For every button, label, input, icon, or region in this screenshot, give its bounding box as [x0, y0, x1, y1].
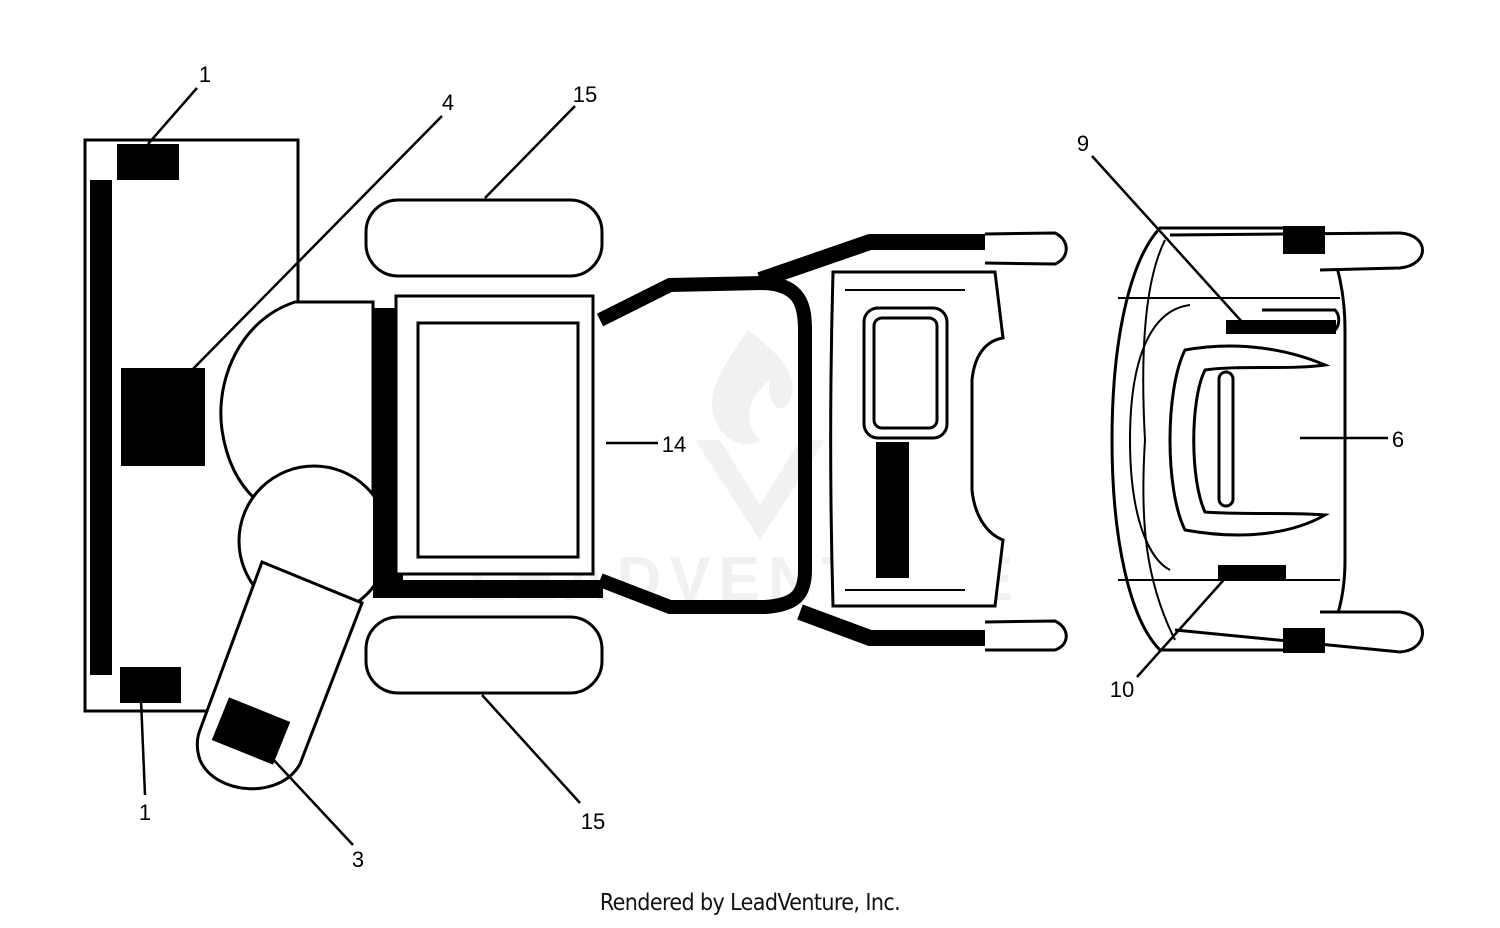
- callout-6: 6: [1392, 427, 1404, 452]
- callout-15-top: 15: [573, 82, 597, 107]
- handle-frame: [596, 275, 812, 614]
- leader-15-bottom: [481, 694, 581, 804]
- leader-10: [1136, 573, 1230, 678]
- leader-9: [1091, 155, 1244, 324]
- deck-front-strip-decal: [90, 180, 112, 675]
- callout-1-top: 1: [199, 62, 211, 87]
- watermark-flame-icon: [711, 330, 793, 444]
- cover-slot: [1217, 370, 1235, 508]
- decal-9: [1226, 320, 1336, 334]
- decal-10: [1218, 565, 1286, 579]
- callout-10: 10: [1110, 677, 1134, 702]
- callout-1-bottom: 1: [139, 800, 151, 825]
- decal-1-bottom: [120, 667, 181, 703]
- callout-14: 14: [662, 432, 686, 457]
- mower-top-view: [83, 138, 1068, 791]
- handle-grip-bottom: [984, 619, 1068, 652]
- console-decal: [876, 442, 909, 578]
- callout-3: 3: [352, 847, 364, 872]
- decal-3: [211, 697, 291, 765]
- handle-grip-top: [984, 231, 1068, 266]
- rear-handle-clamp-bottom: [1283, 628, 1325, 653]
- callout-9: 9: [1077, 131, 1089, 156]
- decal-4: [121, 368, 205, 466]
- cover-left-curve: [1128, 304, 1191, 571]
- leader-1-top: [147, 87, 198, 145]
- cover-6: [1168, 344, 1331, 537]
- watermark-v-icon: [695, 440, 825, 540]
- leader-15-top: [484, 105, 576, 199]
- callout-labels: 1 4 15 9 14 6 10 1 3 15: [139, 62, 1404, 872]
- decal-1-top: [117, 144, 179, 180]
- frame-band-bottom: [373, 580, 603, 598]
- callout-15-bottom: 15: [581, 809, 605, 834]
- handle-bar-top: [757, 234, 985, 288]
- rear-assembly-view: [1110, 226, 1424, 654]
- leader-4: [189, 115, 443, 373]
- wheel-top: [364, 198, 604, 278]
- leader-3: [269, 755, 354, 846]
- render-credit: Rendered by LeadVenture, Inc.: [599, 890, 901, 916]
- leader-lines: [139, 87, 1388, 846]
- rear-housing-inner: [1142, 239, 1176, 641]
- seat-panel-inner: [416, 321, 580, 559]
- console-display-inner: [872, 316, 939, 430]
- handle-bar-bottom: [797, 604, 985, 646]
- rear-handle-clamp-top: [1283, 226, 1325, 254]
- leader-1-bottom: [139, 699, 147, 796]
- callout-4: 4: [442, 90, 454, 115]
- wheel-bottom: [364, 615, 604, 695]
